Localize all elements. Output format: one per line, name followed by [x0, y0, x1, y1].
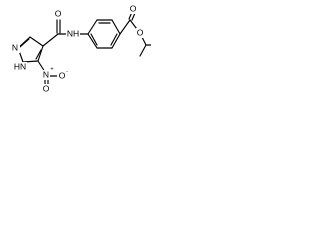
nitro-minus-charge: -: [66, 68, 68, 74]
amide-nh-label: NH: [67, 28, 79, 38]
chemical-structure-diagram: O NH N HN N + O - O O O: [11, 3, 151, 94]
amide-group: [42, 19, 89, 47]
nitro-second-oxygen-label: O: [43, 83, 50, 93]
imidazole-ring: [17, 36, 44, 63]
nitro-nitrogen-label: N: [43, 69, 49, 79]
benzene-ring: [87, 19, 121, 49]
structure-canvas: O NH N HN N + O - O O O: [0, 0, 151, 101]
ethyl-ester-group: [119, 11, 151, 57]
ester-carbonyl-oxygen-label: O: [130, 3, 137, 13]
amide-oxygen-label: O: [55, 8, 62, 18]
nitro-plus-charge: +: [50, 66, 53, 72]
ester-oxygen-label: O: [137, 27, 144, 37]
imidazole-nitrogen-label: N: [12, 42, 18, 52]
nitro-oxygen-label: O: [59, 70, 66, 80]
atom-labels: O NH N HN N + O - O O O: [11, 3, 145, 94]
imidazole-hn-label: HN: [14, 61, 26, 71]
